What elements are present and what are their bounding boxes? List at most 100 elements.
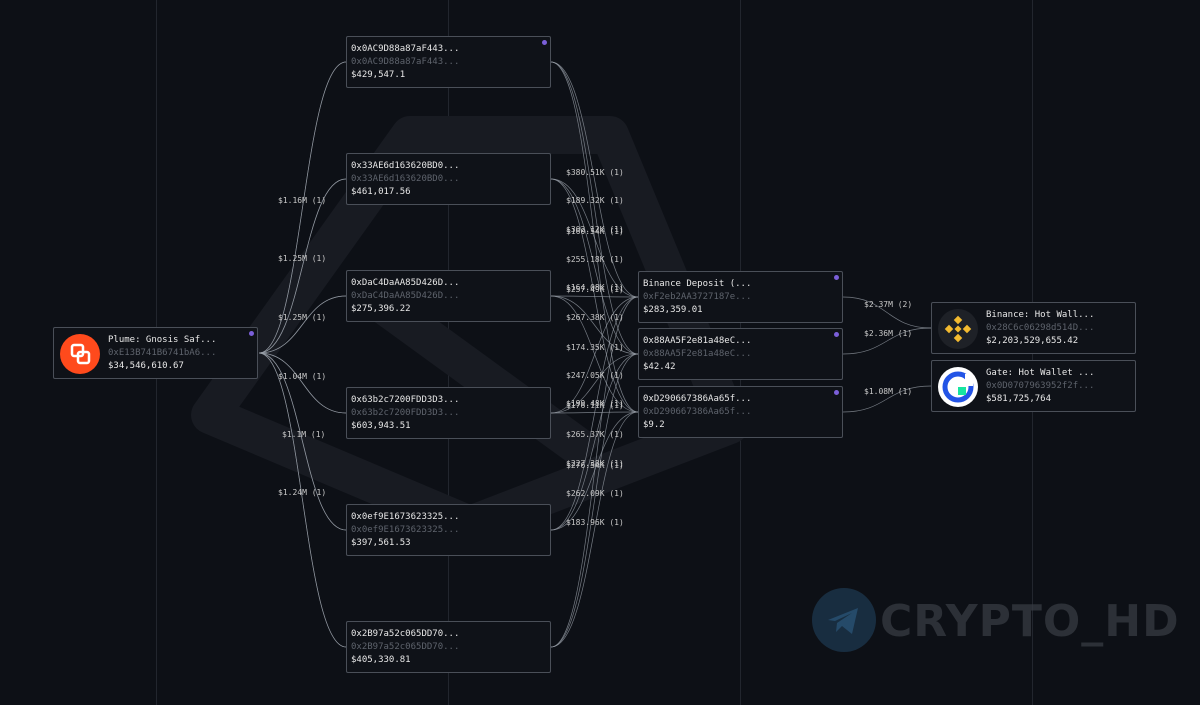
node-name: 0xDaC4DaAA85D426D... (351, 278, 460, 288)
edge-label: $255.18K (1) (566, 255, 624, 264)
gate-io-icon (938, 367, 978, 407)
edge-label: $189.32K (1) (566, 196, 624, 205)
flow-edge (550, 353, 639, 414)
edge-label: $276.54K (1) (566, 461, 624, 470)
node-address: 0xDaC4DaAA85D426D... (351, 291, 460, 301)
flow-edge (550, 178, 639, 298)
flow-edge (550, 61, 639, 355)
flow-edge (842, 385, 932, 413)
edge-label: $183.96K (1) (566, 518, 624, 527)
node-address: 0x88AA5F2e81a48eC... (643, 349, 752, 359)
mid-node[interactable]: 0x2B97a52c065DD70... 0x2B97a52c065DD70..… (346, 621, 551, 673)
node-marker-dot (542, 40, 547, 45)
node-value: $283,359.01 (643, 305, 703, 315)
edge-label: $1.1M (1) (282, 430, 325, 439)
flow-edge (842, 296, 932, 329)
flow-edge (550, 61, 639, 298)
edge-label: $1.25M (1) (278, 254, 326, 263)
edge-label: $227.38K (1) (566, 459, 624, 468)
node-marker-dot (834, 390, 839, 395)
mid-node[interactable]: 0x0ef9E1673623325... 0x0ef9E1673623325..… (346, 504, 551, 556)
edge-label: $302.12K (1) (566, 225, 624, 234)
gnosis-safe-icon (60, 334, 100, 374)
flow-edge (550, 178, 639, 355)
edge-label: $267.38K (1) (566, 313, 624, 322)
mid-node[interactable]: 0x63b2c7200FDD3D3... 0x63b2c7200FDD3D3..… (346, 387, 551, 439)
node-value: $42.42 (643, 362, 676, 372)
edge-label: $1.24M (1) (278, 488, 326, 497)
node-address: 0x28C6c06298d514D... (986, 323, 1095, 333)
mid-node[interactable]: 0xDaC4DaAA85D426D... 0xDaC4DaAA85D426D..… (346, 270, 551, 322)
flow-edge (550, 296, 639, 414)
node-name: 0x33AE6d163620BD0... (351, 161, 460, 171)
watermark-text: CRYPTO_HD (880, 596, 1180, 647)
node-name: 0x0AC9D88a87aF443... (351, 44, 460, 54)
edge-label: $1.08M (1) (864, 387, 912, 396)
node-marker-dot (249, 331, 254, 336)
node-name: Binance Deposit (... (643, 279, 752, 289)
node-marker-dot (834, 332, 839, 337)
edge-label: $262.09K (1) (566, 489, 624, 498)
node-name: Binance: Hot Wall... (986, 310, 1095, 320)
node-value: $405,330.81 (351, 655, 411, 665)
edge-label: $160.54K (1) (566, 227, 624, 236)
edge-label: $1.25M (1) (278, 313, 326, 322)
flow-edge (258, 178, 347, 354)
flow-edge (550, 295, 639, 413)
node-value: $429,547.1 (351, 70, 406, 80)
edge-label: $174.35K (1) (566, 343, 624, 352)
flow-edge (550, 411, 639, 648)
mid-node[interactable]: 0x33AE6d163620BD0... 0x33AE6d163620BD0..… (346, 153, 551, 205)
exchange-node[interactable]: Gate: Hot Wallet ... 0x0D0707963952f2f..… (931, 360, 1136, 412)
exchange-node[interactable]: Binance: Hot Wall... 0x28C6c06298d514D..… (931, 302, 1136, 354)
flow-edge (550, 296, 639, 531)
node-value: $275,396.22 (351, 304, 411, 314)
flow-edge (550, 178, 639, 413)
node-value: $2,203,529,655.42 (986, 336, 1079, 346)
node-address: 0x0D0707963952f2f... (986, 381, 1095, 391)
binance-icon (938, 309, 978, 349)
edge-label: $176.11K (1) (566, 401, 624, 410)
edge-label: $247.05K (1) (566, 371, 624, 380)
deposit-node[interactable]: Binance Deposit (... 0xF2eb2AA3727187e..… (638, 271, 843, 323)
flow-edge (258, 352, 347, 531)
node-address: 0x33AE6d163620BD0... (351, 174, 460, 184)
node-address: 0x0AC9D88a87aF443... (351, 57, 460, 67)
node-address: 0xF2eb2AA3727187e... (643, 292, 752, 302)
flow-edge (842, 327, 932, 355)
telegram-icon (812, 588, 876, 652)
edge-label: $1.16M (1) (278, 196, 326, 205)
node-value: $603,943.51 (351, 421, 411, 431)
flow-edge (258, 61, 347, 354)
node-address: 0x0ef9E1673623325... (351, 525, 460, 535)
edge-label: $2.36M (1) (864, 329, 912, 338)
flow-edge (550, 353, 639, 531)
flow-edge (258, 352, 347, 414)
node-value: $397,561.53 (351, 538, 411, 548)
flow-edge (550, 295, 639, 355)
node-marker-dot (834, 275, 839, 280)
node-name: 0x2B97a52c065DD70... (351, 629, 460, 639)
node-name: 0x88AA5F2e81a48eC... (643, 336, 752, 346)
edge-label: $265.37K (1) (566, 430, 624, 439)
source-node[interactable]: Plume: Gnosis Saf... 0xE13B741B6741bA6..… (53, 327, 258, 379)
node-address: 0xD290667386Aa65f... (643, 407, 752, 417)
node-name: 0x0ef9E1673623325... (351, 512, 460, 522)
node-name: 0x63b2c7200FDD3D3... (351, 395, 460, 405)
edge-label: $380.51K (1) (566, 168, 624, 177)
deposit-node[interactable]: 0x88AA5F2e81a48eC... 0x88AA5F2e81a48eC..… (638, 328, 843, 380)
deposit-node[interactable]: 0xD290667386Aa65f... 0xD290667386Aa65f..… (638, 386, 843, 438)
node-value: $9.2 (643, 420, 665, 430)
edge-label: $164.08K (1) (566, 283, 624, 292)
node-name: 0xD290667386Aa65f... (643, 394, 752, 404)
mid-node[interactable]: 0x0AC9D88a87aF443... 0x0AC9D88a87aF443..… (346, 36, 551, 88)
node-value: $461,017.56 (351, 187, 411, 197)
edge-label: $257.49K (1) (566, 285, 624, 294)
node-name: Gate: Hot Wallet ... (986, 368, 1095, 378)
flow-edge (550, 296, 639, 648)
edge-label: $1.04M (1) (278, 372, 326, 381)
edge-label: $199.48K (1) (566, 399, 624, 408)
node-value: $581,725,764 (986, 394, 1052, 404)
